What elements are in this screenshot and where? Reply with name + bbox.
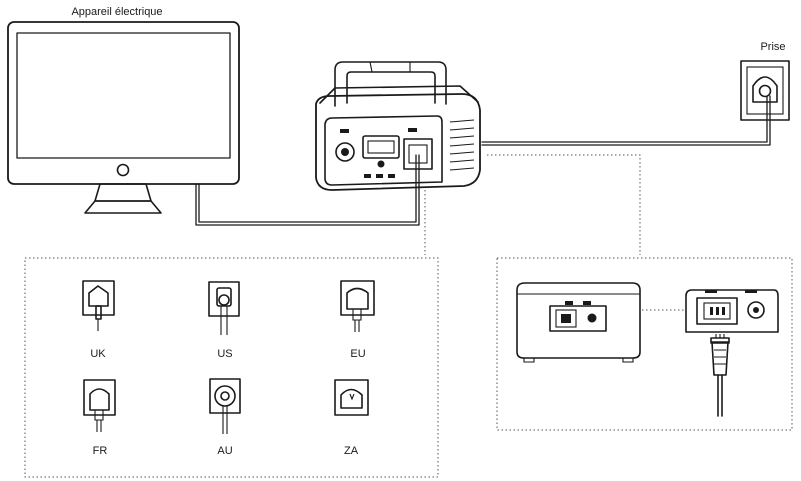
outlet-cable — [481, 95, 771, 146]
device-cable — [195, 154, 420, 226]
device-label: Appareil électrique — [71, 6, 162, 18]
power-station-rear-icon — [516, 282, 641, 363]
plug-label-fr: FR — [93, 445, 108, 457]
leader-line-input — [487, 154, 641, 255]
plug-label-us: US — [217, 348, 232, 360]
plug-label-eu: EU — [350, 348, 365, 360]
au-plug-icon — [209, 378, 241, 434]
ac-input-detail-box — [496, 257, 793, 431]
outlet-label: Prise — [760, 41, 785, 53]
fr-plug-icon — [83, 379, 116, 432]
iec-power-cord-icon — [710, 334, 730, 417]
ac-input-zoom-icon — [685, 289, 779, 333]
power-station-icon — [315, 61, 481, 191]
us-plug-icon — [208, 281, 240, 335]
eu-plug-icon — [340, 280, 375, 332]
plug-label-za: ZA — [344, 445, 359, 457]
monitor-icon — [7, 21, 240, 214]
plug-label-au: AU — [217, 445, 232, 457]
uk-plug-icon — [82, 280, 115, 331]
za-plug-icon — [334, 379, 369, 416]
plug-label-uk: UK — [90, 348, 106, 360]
wall-outlet-icon — [740, 60, 790, 121]
